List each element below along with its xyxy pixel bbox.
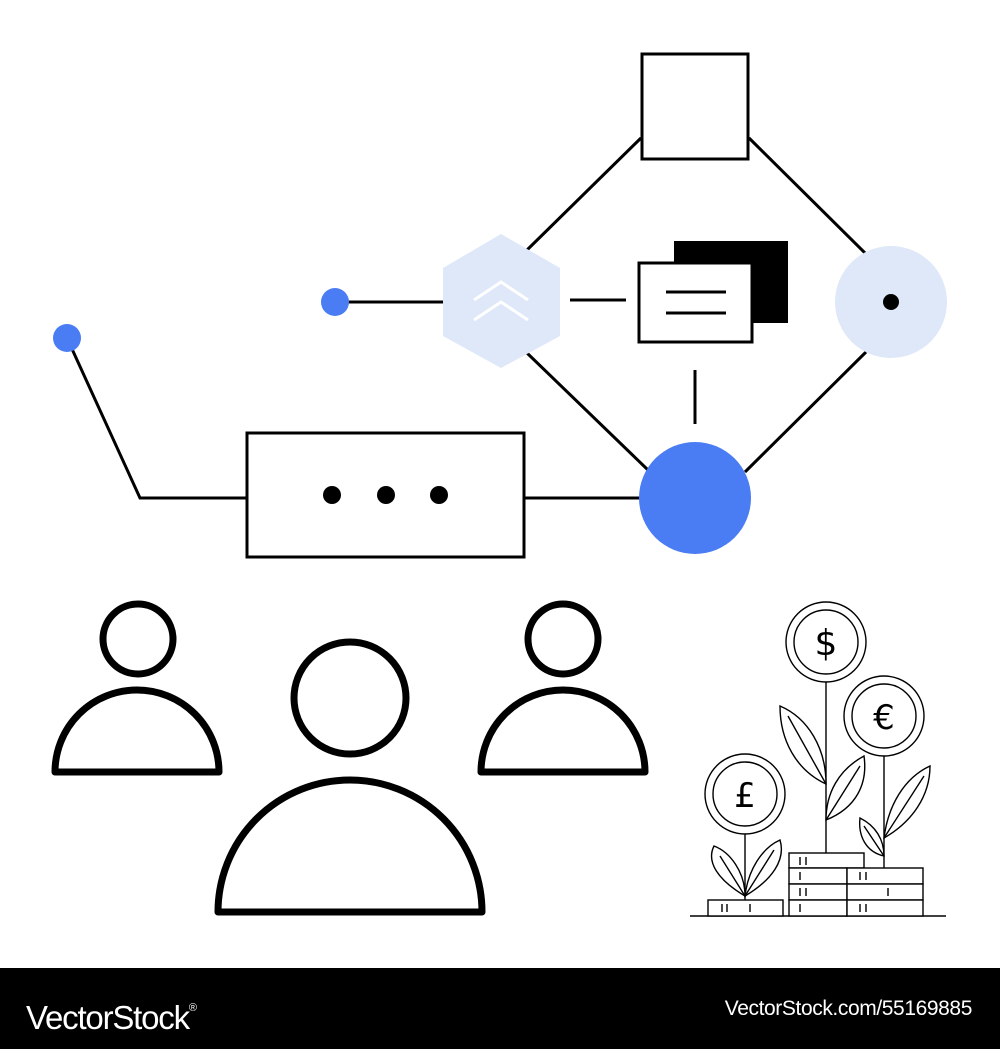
- user-group-icon: [51, 600, 649, 916]
- user-left-icon: [51, 600, 223, 776]
- pound-coin: [704, 753, 786, 835]
- more-dots-box: [245, 431, 526, 559]
- euro-coin: [843, 675, 925, 757]
- chevron-up-double-icon: [473, 280, 529, 322]
- network-diagram: [65, 136, 868, 500]
- brand-logo: VectorStock®: [26, 968, 197, 1049]
- endpoint-dot-center: [321, 288, 349, 316]
- connector-top-left: [525, 136, 643, 252]
- target-node: [835, 246, 947, 358]
- watermark-footer: VectorStock® VectorStock.com/55169885: [0, 968, 1000, 1049]
- image-id: VectorStock.com/55169885: [724, 997, 973, 1020]
- connector-top-right: [747, 136, 868, 256]
- hub-node: [639, 442, 751, 554]
- connector-hex-bottom: [525, 351, 650, 472]
- user-right-icon: [477, 600, 649, 776]
- connector-dot-box: [65, 337, 247, 500]
- document-stack-icon: [637, 241, 788, 344]
- connector-bottom-right: [743, 350, 868, 474]
- endpoint-dot-left: [53, 324, 81, 352]
- dollar-coin: [785, 601, 867, 683]
- pound-symbol: £: [734, 776, 756, 816]
- illustration-canvas: $ € £: [51, 52, 947, 917]
- euro-symbol: €: [873, 698, 895, 738]
- coin-stack-left: [707, 899, 784, 917]
- square-node: [640, 52, 750, 161]
- money-plant-icon: [690, 601, 946, 917]
- dollar-symbol: $: [815, 623, 838, 664]
- leaves: [710, 704, 931, 898]
- hexagon-node: [443, 234, 560, 368]
- brand-registered-mark: ®: [188, 1002, 197, 1014]
- coin-stack-right: [846, 867, 924, 917]
- brand-name: VectorStock: [26, 999, 190, 1036]
- user-center-icon: [214, 638, 486, 916]
- more-dots-icon: [323, 486, 448, 504]
